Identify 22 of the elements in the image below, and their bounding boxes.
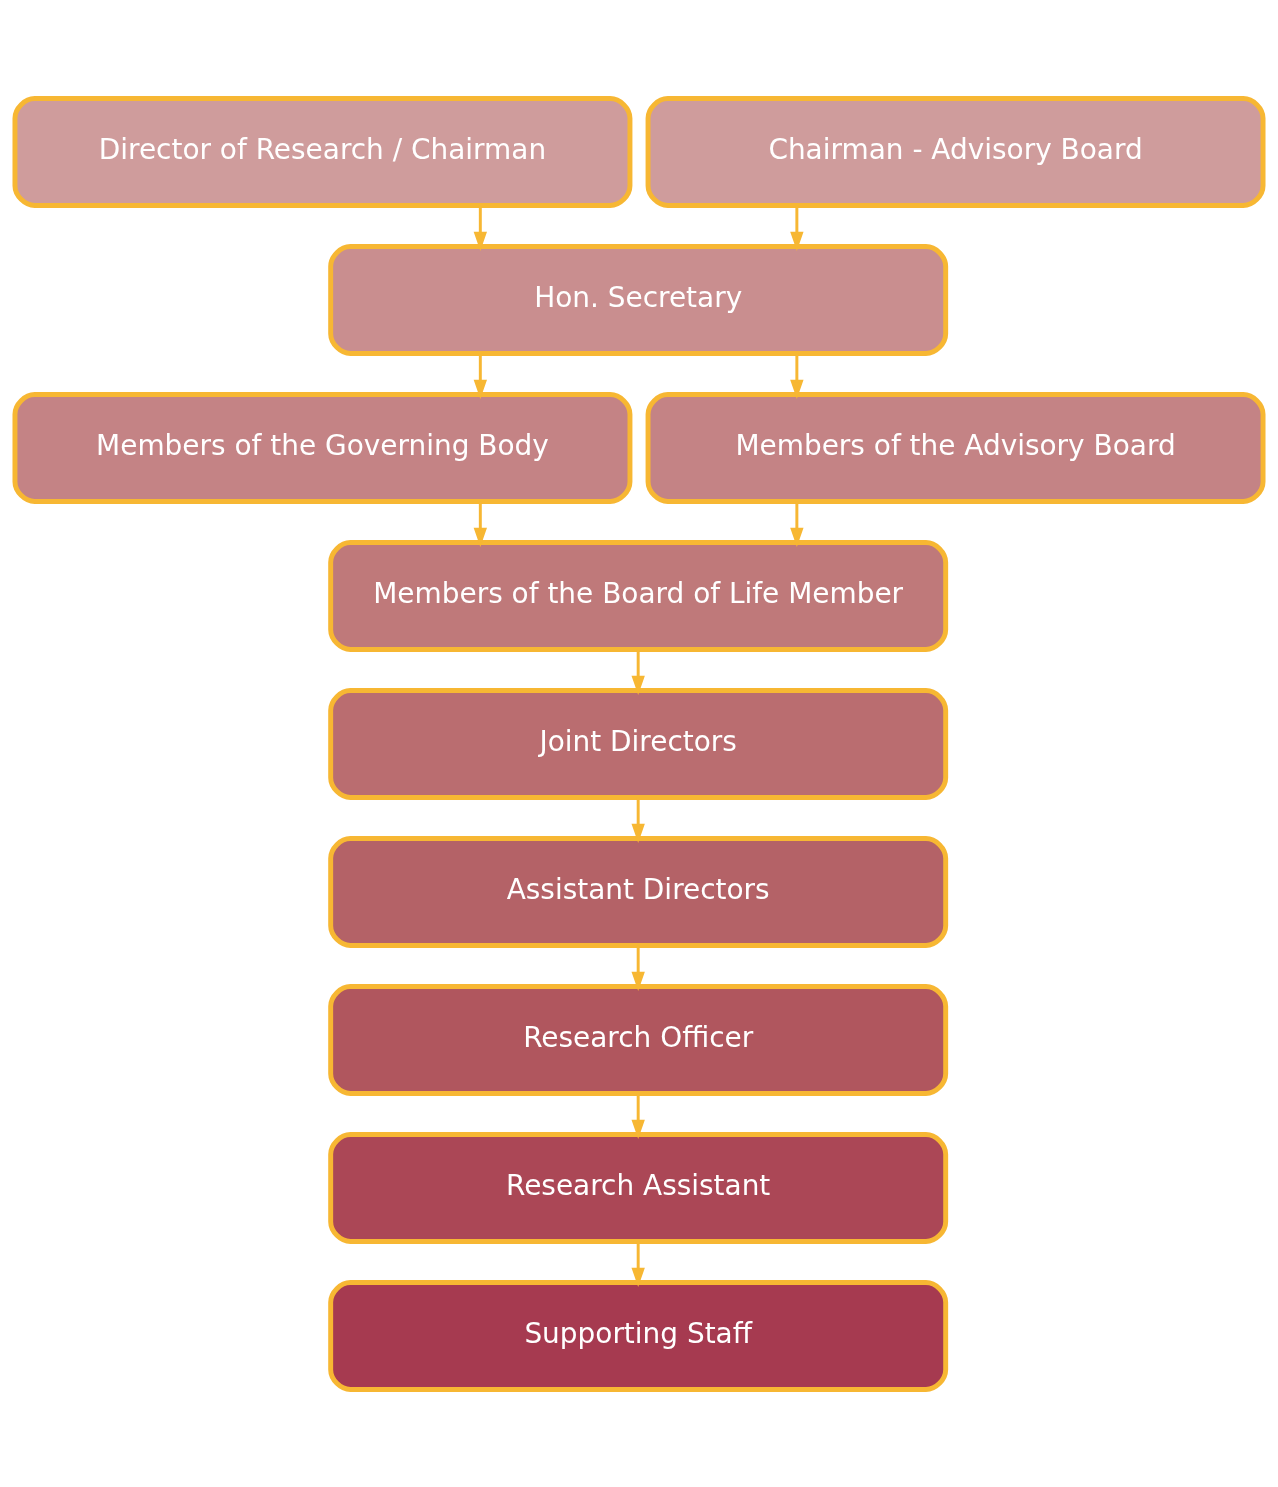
node-box: Research Assistant	[328, 1131, 949, 1244]
arrow	[631, 945, 645, 991]
node-box: Research Officer	[328, 983, 949, 1096]
arrow	[631, 1093, 645, 1139]
arrow	[473, 205, 487, 251]
node-box: Members of the Advisory Board	[645, 391, 1266, 504]
node-box: Members of the Board of Life Member	[328, 539, 949, 652]
node-box: Director of Research / Chairman	[12, 95, 633, 208]
node-box: Members of the Governing Body	[12, 391, 633, 504]
node-box: Chairman - Advisory Board	[645, 95, 1266, 208]
arrow	[790, 501, 804, 547]
node-box: Hon. Secretary	[328, 243, 949, 356]
arrow	[473, 353, 487, 399]
arrow	[631, 649, 645, 695]
node-box: Supporting Staff	[328, 1279, 949, 1392]
arrow	[631, 797, 645, 843]
arrow	[790, 205, 804, 251]
arrow	[631, 1241, 645, 1287]
arrow	[473, 501, 487, 547]
node-box: Joint Directors	[328, 687, 949, 800]
node-box: Assistant Directors	[328, 835, 949, 948]
arrow	[790, 353, 804, 399]
